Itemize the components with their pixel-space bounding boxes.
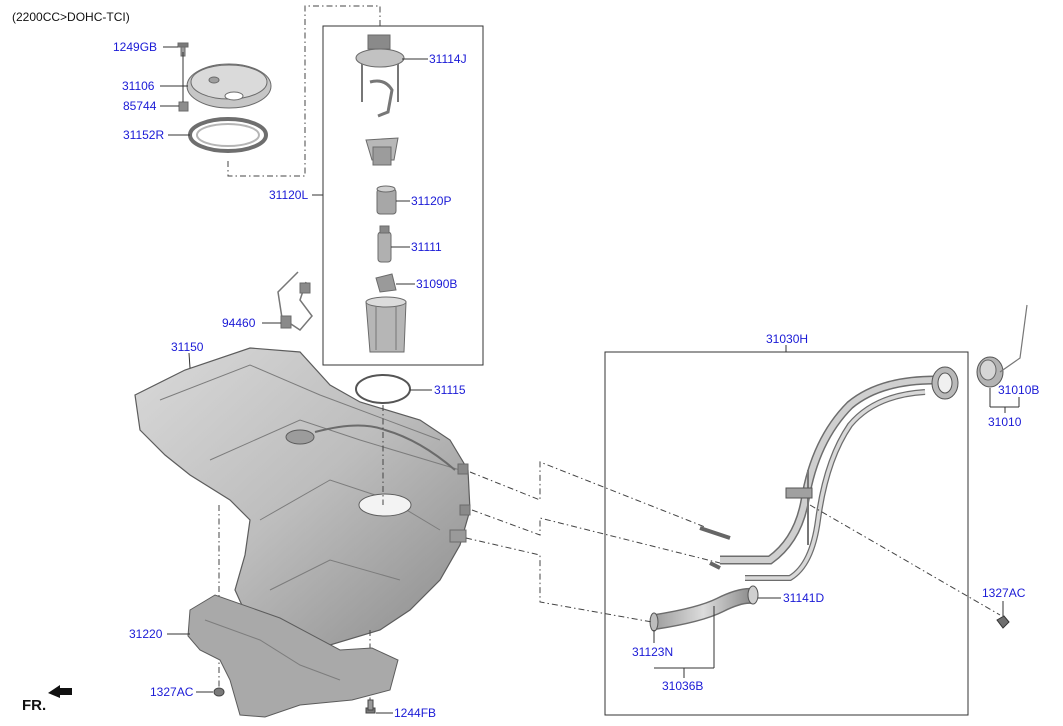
cover-plate-31106: [186, 63, 272, 109]
filler-hose-31036b: [649, 585, 759, 632]
callout-31120l[interactable]: 31120L: [269, 188, 308, 202]
callout-31141d[interactable]: 31141D: [783, 591, 824, 605]
callout-31036b[interactable]: 31036B: [662, 679, 703, 693]
heat-shield-31220: [187, 594, 399, 718]
front-orientation-label: FR.: [22, 697, 46, 714]
callout-1244fb[interactable]: 1244FB: [394, 706, 436, 720]
engine-note: (2200CC>DOHC-TCI): [12, 10, 130, 24]
callout-94460[interactable]: 94460: [222, 316, 256, 330]
callout-31150[interactable]: 31150: [171, 340, 204, 354]
callout-31090b[interactable]: 31090B: [416, 277, 457, 291]
pump-flange-31114j: [355, 34, 405, 118]
callout-31010[interactable]: 31010: [988, 415, 1022, 429]
callout-31106[interactable]: 31106: [122, 79, 155, 93]
reservoir-cup: [365, 296, 407, 353]
callout-31123n[interactable]: 31123N: [632, 645, 673, 659]
bolt-1244fb: [365, 699, 376, 714]
callout-31114j[interactable]: 31114J: [429, 52, 467, 66]
vapor-line-link: [469, 461, 706, 528]
bracket-nut-link: [809, 504, 1001, 616]
callout-31115[interactable]: 31115: [434, 383, 466, 397]
front-arrow-icon: [48, 685, 72, 698]
fuel-pump-31111: [377, 225, 392, 263]
callout-1249gb[interactable]: 1249GB: [113, 40, 157, 54]
callout-85744[interactable]: 85744: [123, 99, 157, 113]
callout-31152r[interactable]: 31152R: [123, 128, 164, 142]
nut-85744: [178, 101, 189, 112]
filler-line-link: [465, 537, 653, 623]
callout-31010b[interactable]: 31010B: [998, 383, 1039, 397]
leader-lines: [160, 46, 1020, 714]
gasket-ring-31152r: [188, 117, 268, 153]
callout-31120p[interactable]: 31120P: [411, 194, 451, 208]
pump-assembly-link-line: [227, 5, 381, 177]
nut-1327ac-right: [996, 615, 1010, 629]
callout-31111[interactable]: 31111: [411, 240, 442, 254]
callout-1327ac-left[interactable]: 1327AC: [150, 685, 194, 699]
callout-31030h[interactable]: 31030H: [766, 332, 808, 346]
filler-neck-box: [604, 351, 969, 716]
tank-seal-ring-31115: [355, 374, 411, 404]
callout-31220[interactable]: 31220: [129, 627, 163, 641]
sensor-harness-94460: [277, 271, 313, 331]
vent-line-link: [471, 509, 721, 564]
callout-1327ac-right[interactable]: 1327AC: [982, 586, 1026, 600]
sender-31090b: [375, 273, 397, 293]
fuel-cap-31010: [976, 304, 1028, 388]
fuel-tank-31150: [134, 347, 471, 646]
filler-neck-31030h: [699, 366, 959, 581]
pump-holder-31120l: [365, 137, 399, 166]
filter-31120p: [376, 185, 397, 215]
nut-1327ac-left: [213, 687, 225, 697]
